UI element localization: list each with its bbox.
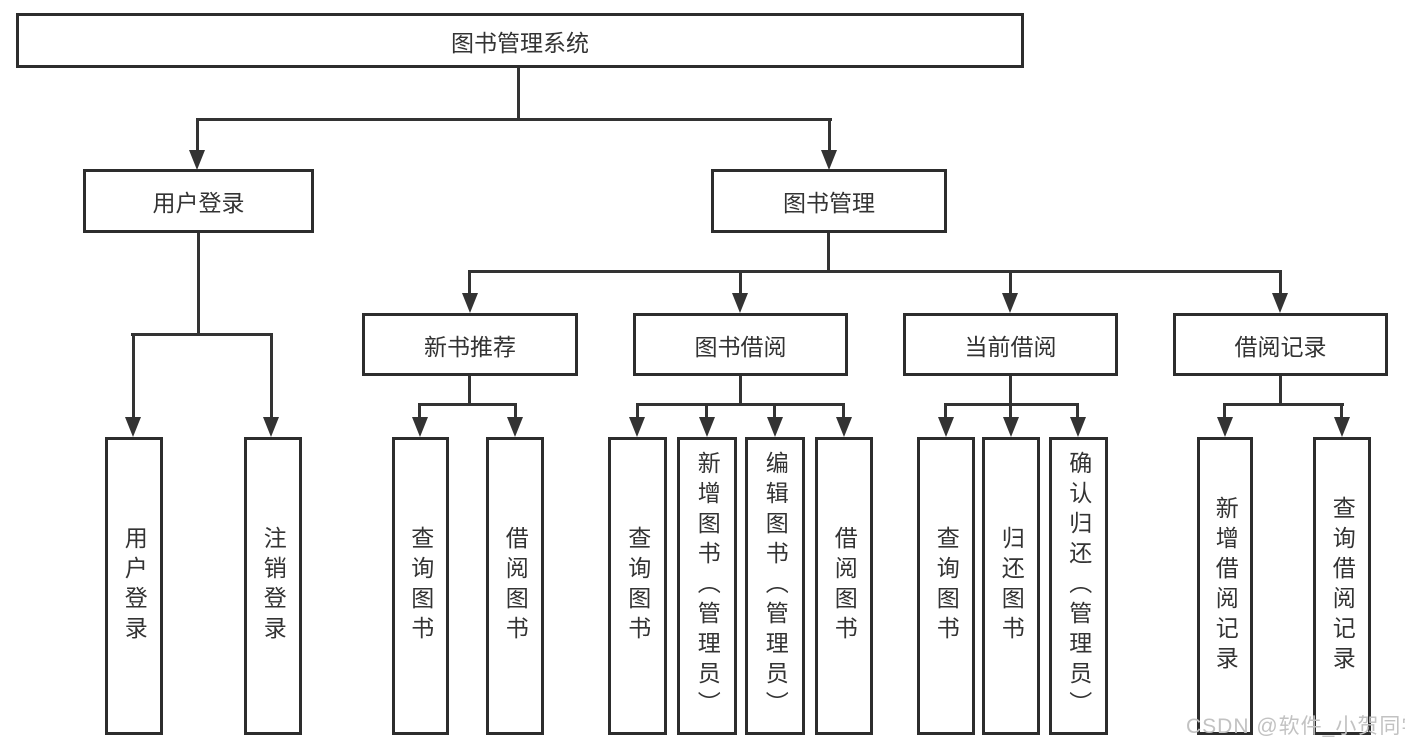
leaf-edit-books-admin: 编辑图书（管理员）	[745, 437, 805, 735]
connector-line	[739, 270, 742, 296]
connector-line	[1009, 376, 1012, 405]
leaf-add-borrow-record: 新增借阅记录	[1197, 437, 1253, 735]
connector-line	[196, 118, 199, 152]
arrowhead-down-icon	[189, 150, 205, 170]
leaf-add-books-admin: 新增图书（管理员）	[677, 437, 737, 735]
arrowhead-down-icon	[821, 150, 837, 170]
arrowhead-down-icon	[1003, 417, 1019, 437]
connector-line	[1340, 403, 1343, 419]
connector-line	[418, 403, 421, 419]
leaf-label: 编辑图书（管理员）	[762, 451, 789, 721]
arrowhead-down-icon	[1070, 417, 1086, 437]
connector-line	[419, 403, 517, 406]
arrowhead-down-icon	[629, 417, 645, 437]
connector-line	[636, 403, 845, 406]
connector-line	[517, 68, 520, 120]
node-user-login: 用户登录	[83, 169, 314, 233]
leaf-query-books-current: 查询图书	[917, 437, 975, 735]
arrowhead-down-icon	[732, 293, 748, 313]
connector-line	[842, 403, 845, 419]
connector-line	[1009, 270, 1012, 296]
connector-line	[1279, 270, 1282, 296]
connector-line	[1009, 403, 1012, 419]
leaf-label: 借阅图书	[831, 526, 858, 646]
connector-line	[739, 376, 742, 405]
connector-line	[132, 333, 135, 418]
leaf-borrow-books: 借阅图书	[815, 437, 873, 735]
node-book-borrowing: 图书借阅	[633, 313, 848, 376]
connector-line	[196, 118, 832, 121]
leaf-label: 归还图书	[998, 526, 1025, 646]
leaf-borrow-books-recommend: 借阅图书	[486, 437, 544, 735]
node-book-management: 图书管理	[711, 169, 947, 233]
connector-line	[944, 403, 947, 419]
leaf-label: 查询借阅记录	[1329, 496, 1356, 676]
connector-line	[131, 333, 273, 336]
arrowhead-down-icon	[507, 417, 523, 437]
leaf-label: 用户登录	[121, 526, 148, 646]
connector-line	[468, 270, 1281, 273]
leaf-confirm-return-admin: 确认归还（管理员）	[1049, 437, 1108, 735]
node-current-borrowing: 当前借阅	[903, 313, 1118, 376]
arrowhead-down-icon	[767, 417, 783, 437]
connector-line	[468, 270, 471, 296]
leaf-query-books-borrow: 查询图书	[608, 437, 667, 735]
connector-line	[1223, 403, 1344, 406]
leaf-label: 新增借阅记录	[1212, 496, 1239, 676]
arrowhead-down-icon	[938, 417, 954, 437]
node-borrowing-records: 借阅记录	[1173, 313, 1388, 376]
arrowhead-down-icon	[1272, 293, 1288, 313]
connector-line	[945, 403, 1079, 406]
arrowhead-down-icon	[263, 417, 279, 437]
connector-line	[468, 376, 471, 405]
leaf-label: 注销登录	[260, 526, 287, 646]
connector-line	[1076, 403, 1079, 419]
connector-line	[828, 118, 831, 152]
leaf-logout: 注销登录	[244, 437, 302, 735]
leaf-query-borrow-record: 查询借阅记录	[1313, 437, 1371, 735]
connector-line	[827, 233, 830, 272]
arrowhead-down-icon	[836, 417, 852, 437]
arrowhead-down-icon	[462, 293, 478, 313]
node-new-book-recommend: 新书推荐	[362, 313, 578, 376]
connector-line	[270, 333, 273, 418]
leaf-user-login: 用户登录	[105, 437, 163, 735]
leaf-query-books-recommend: 查询图书	[392, 437, 449, 735]
leaf-return-books: 归还图书	[982, 437, 1040, 735]
connector-line	[705, 403, 708, 419]
csdn-watermark: CSDN @软件_小贺同学	[1186, 715, 1405, 738]
leaf-label: 查询图书	[933, 526, 960, 646]
arrowhead-down-icon	[125, 417, 141, 437]
arrowhead-down-icon	[412, 417, 428, 437]
connector-line	[197, 233, 200, 335]
connector-line	[773, 403, 776, 419]
connector-line	[1223, 403, 1226, 419]
node-library-system: 图书管理系统	[16, 13, 1024, 68]
arrowhead-down-icon	[1217, 417, 1233, 437]
leaf-label: 确认归还（管理员）	[1065, 451, 1092, 721]
connector-line	[636, 403, 639, 419]
connector-line	[514, 403, 517, 419]
arrowhead-down-icon	[699, 417, 715, 437]
leaf-label: 查询图书	[407, 526, 434, 646]
leaf-label: 新增图书（管理员）	[694, 451, 721, 721]
leaf-label: 查询图书	[624, 526, 651, 646]
arrowhead-down-icon	[1002, 293, 1018, 313]
arrowhead-down-icon	[1334, 417, 1350, 437]
connector-line	[1279, 376, 1282, 405]
leaf-label: 借阅图书	[502, 526, 529, 646]
